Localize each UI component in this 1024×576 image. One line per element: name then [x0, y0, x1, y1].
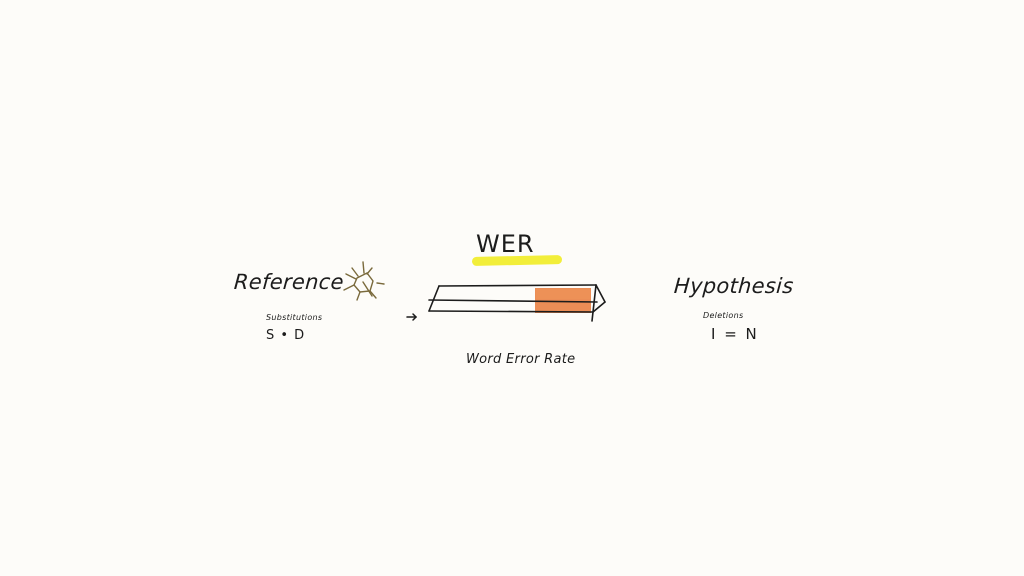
hypothesis-formula: I = N	[711, 325, 759, 343]
sun-sketch-icon	[343, 261, 385, 301]
wer-bar	[428, 284, 606, 322]
hypothesis-label: Hypothesis	[673, 274, 795, 298]
arrow-right-icon	[406, 313, 418, 321]
diagram-title: WER	[476, 230, 535, 258]
wer-caption: Word Error Rate	[466, 352, 576, 367]
reference-label: Reference	[233, 270, 345, 294]
reference-sub-label: Substitutions	[266, 313, 323, 322]
reference-formula: S • D	[266, 328, 306, 343]
hypothesis-sub-label: Deletions	[703, 311, 744, 320]
